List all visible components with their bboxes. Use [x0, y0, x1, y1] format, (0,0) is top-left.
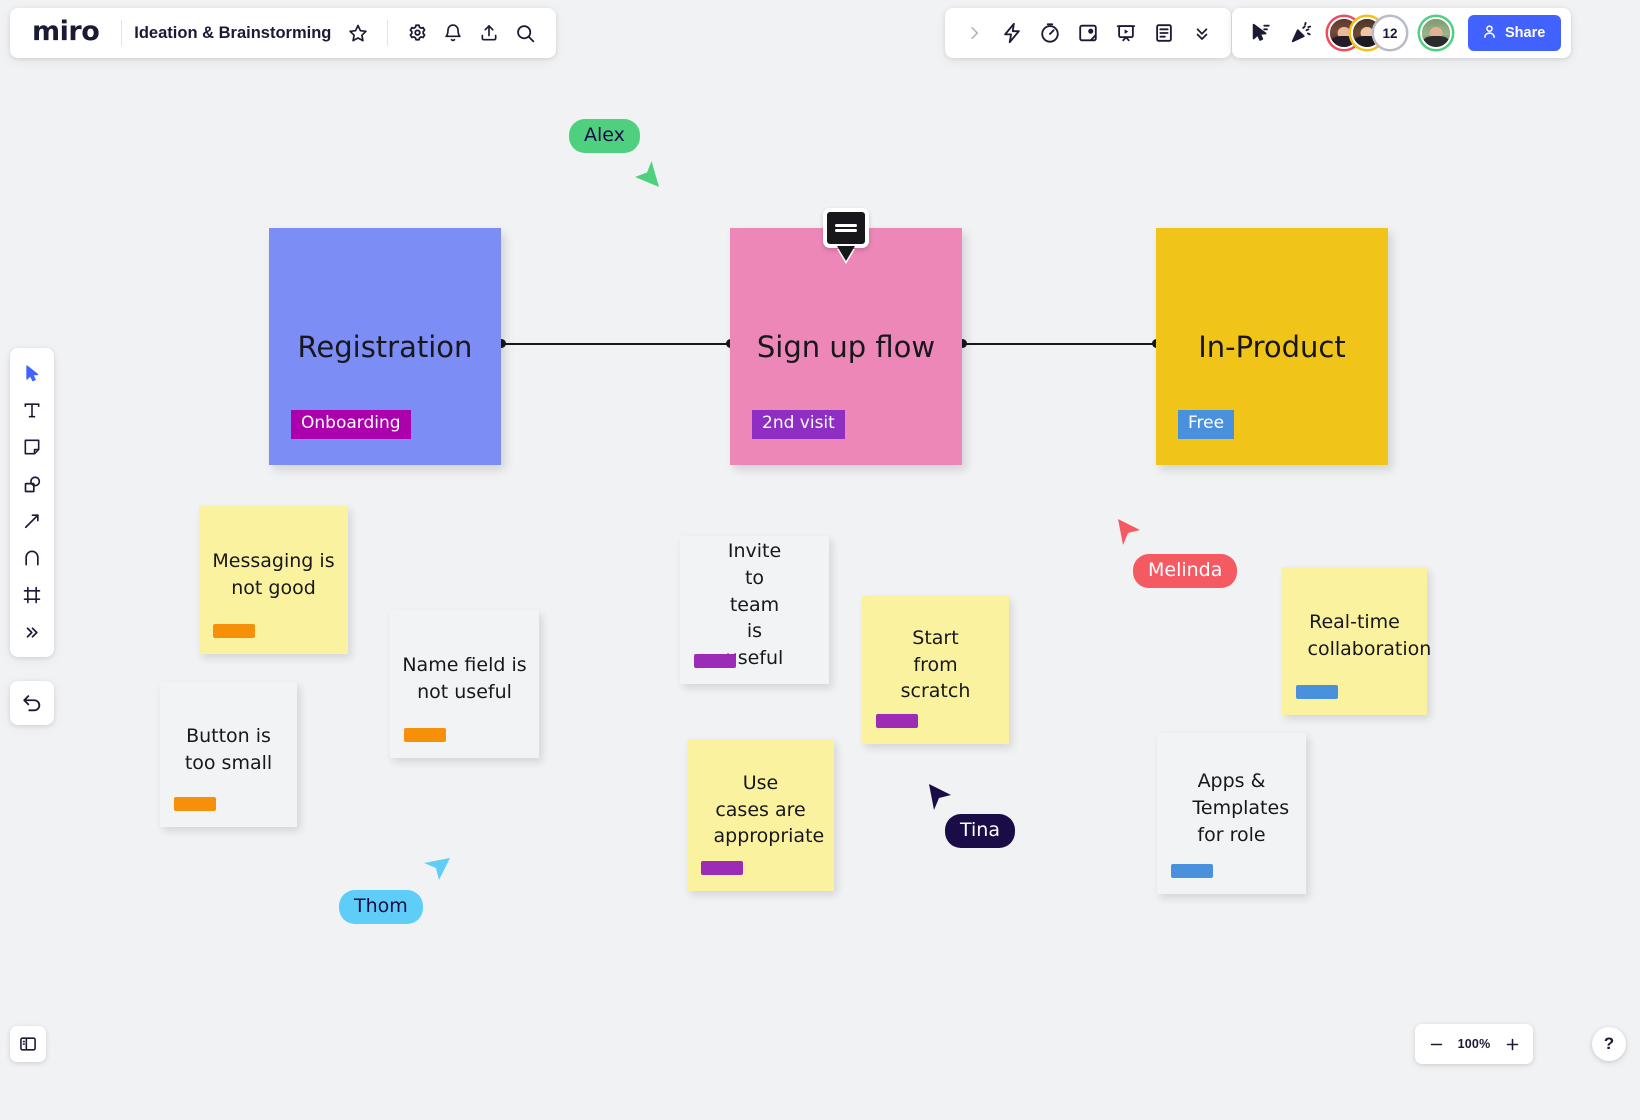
chevron-right-icon[interactable] [957, 16, 991, 50]
avatar-group: 12 [1328, 17, 1452, 49]
select-tool[interactable] [15, 356, 49, 390]
sticky-text: Use cases are appropriate [713, 771, 825, 848]
connector-signup-inproduct[interactable] [964, 343, 1156, 345]
zoom-out-button[interactable] [1421, 1029, 1451, 1059]
sticky-tag[interactable] [694, 654, 736, 668]
miro-logo[interactable]: miro [32, 15, 100, 47]
sticky-text: Real-time collaboration [1307, 611, 1432, 660]
top-left-toolbar: miro Ideation & Brainstorming [10, 8, 557, 58]
card-sign-up-flow[interactable]: Sign up flow 2nd visit [730, 228, 962, 465]
timer-icon[interactable] [1033, 16, 1067, 50]
collaborator-name-label: Thom [339, 890, 423, 924]
star-icon[interactable] [341, 16, 375, 50]
zoom-level[interactable]: 100% [1457, 1037, 1491, 1051]
gear-icon[interactable] [400, 16, 434, 50]
sticky-name-field-not-useful[interactable]: Name field is not useful [390, 610, 539, 758]
panel-toggle-button[interactable] [10, 1026, 46, 1062]
search-icon[interactable] [508, 16, 542, 50]
lightning-icon[interactable] [995, 16, 1029, 50]
connector-tool[interactable] [15, 504, 49, 538]
sticky-tag[interactable] [1171, 864, 1213, 878]
collaborator-name-label: Melinda [1133, 554, 1238, 588]
collaborator-name-label: Tina [945, 814, 1015, 848]
collaborator-cursor-icon [635, 161, 659, 187]
collaborator-cursor-icon [424, 858, 450, 880]
sticky-start-from-scratch[interactable]: Start from scratch [862, 596, 1009, 744]
avatar-face [1422, 19, 1450, 47]
sticky-tag[interactable] [174, 797, 216, 811]
comment-bubble[interactable] [823, 208, 869, 248]
shapes-tool[interactable] [15, 467, 49, 501]
sticky-real-time-collaboration[interactable]: Real-time collaboration [1282, 567, 1432, 715]
card-tag[interactable]: Onboarding [291, 410, 411, 439]
sticky-invite-to-team[interactable]: Invite to team is useful [680, 536, 829, 684]
card-title: Sign up flow [756, 329, 936, 364]
pen-tool[interactable] [15, 541, 49, 575]
zoom-in-button[interactable] [1497, 1029, 1527, 1059]
zoom-control: 100% [1415, 1024, 1533, 1064]
presentation-icon[interactable] [1109, 16, 1143, 50]
collaborator-name-label: Alex [569, 119, 640, 153]
sticky-text: Invite to team is useful [725, 539, 784, 670]
sticky-tag[interactable] [876, 714, 918, 728]
comment-lines-icon [835, 222, 857, 234]
card-registration[interactable]: Registration Onboarding [269, 228, 501, 465]
share-button[interactable]: Share [1468, 15, 1562, 51]
sticky-text: Messaging is not good [212, 550, 335, 599]
more-tools[interactable] [15, 615, 49, 649]
person-icon [1481, 23, 1498, 44]
divider [387, 20, 389, 46]
connector-endpoint[interactable] [497, 339, 506, 348]
card-title: In-Product [1198, 329, 1346, 364]
collaborator-cursor-icon [1118, 519, 1140, 545]
collaborator-cursor-icon [929, 784, 951, 810]
top-center-toolbar [945, 8, 1231, 58]
sticky-tag[interactable] [213, 624, 255, 638]
sticky-apps-templates-for-role[interactable]: Apps & Templates for role [1157, 733, 1306, 894]
avatar-overflow-count[interactable]: 12 [1374, 17, 1406, 49]
undo-button[interactable] [10, 681, 54, 725]
card-in-product[interactable]: In-Product Free [1156, 228, 1388, 465]
connector-endpoint[interactable] [958, 339, 967, 348]
sticky-messaging-not-good[interactable]: Messaging is not good [199, 506, 348, 654]
cursor-share-icon[interactable] [1244, 16, 1278, 50]
frame-tool[interactable] [15, 578, 49, 612]
card-tag[interactable]: Free [1178, 410, 1235, 439]
text-tool[interactable] [15, 393, 49, 427]
chevron-double-down-icon[interactable] [1185, 16, 1219, 50]
upload-icon[interactable] [472, 16, 506, 50]
sticky-note-tool[interactable] [15, 430, 49, 464]
video-chat-icon[interactable] [1071, 16, 1105, 50]
party-popper-icon[interactable] [1284, 16, 1318, 50]
sticky-text: Button is too small [184, 724, 273, 774]
board-title[interactable]: Ideation & Brainstorming [134, 23, 332, 42]
sticky-text: Apps & Templates for role [1192, 770, 1290, 846]
sticky-text: Start from scratch [900, 626, 971, 703]
sticky-text: Name field is not useful [402, 654, 527, 703]
sticky-tag[interactable] [404, 728, 446, 742]
connector-registration-signup[interactable] [503, 343, 731, 345]
sticky-tag[interactable] [1296, 685, 1338, 699]
card-title: Registration [297, 329, 473, 364]
card-tag[interactable]: 2nd visit [752, 410, 845, 439]
help-button[interactable]: ? [1592, 1027, 1626, 1061]
left-toolbar [10, 348, 54, 657]
avatar-current-user[interactable] [1420, 17, 1452, 49]
sticky-button-too-small[interactable]: Button is too small [160, 682, 297, 827]
bell-icon[interactable] [436, 16, 470, 50]
notes-icon[interactable] [1147, 16, 1181, 50]
divider [121, 20, 123, 46]
sticky-use-cases-appropriate[interactable]: Use cases are appropriate [687, 739, 834, 891]
sticky-tag[interactable] [701, 861, 743, 875]
top-right-collaborators-bar: 12 Share [1232, 8, 1572, 58]
share-button-label: Share [1505, 25, 1546, 41]
